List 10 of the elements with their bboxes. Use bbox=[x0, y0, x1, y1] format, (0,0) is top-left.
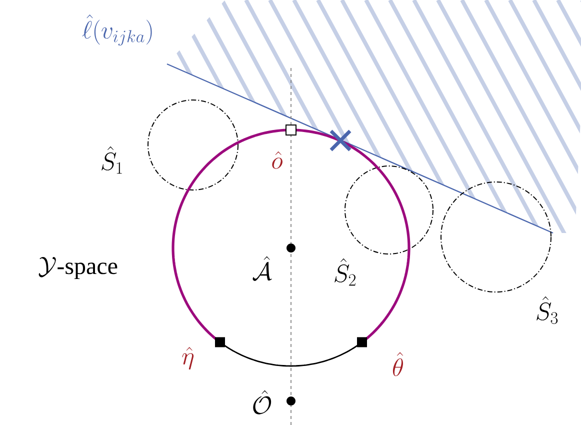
math-label: $\hat{\mathcal{O}}$ bbox=[253, 390, 272, 414]
math-label: $\hat{S}_1$ bbox=[102, 146, 122, 174]
math-label: $\mathcal{Y}\text{-space}$ bbox=[38, 256, 118, 280]
math-label: $\hat{\theta}$ bbox=[392, 352, 404, 376]
math-label: $\hat{\ell}(v_{ijka})$ bbox=[82, 14, 152, 46]
math-label: $\hat{S}_3$ bbox=[536, 296, 558, 324]
math-label: $\hat{\mathcal{A}}$ bbox=[252, 256, 272, 282]
math-label: $\hat{\eta}$ bbox=[182, 346, 194, 370]
math-label: $\hat{o}$ bbox=[272, 151, 282, 169]
math-label: $\hat{S}_2$ bbox=[334, 258, 356, 286]
